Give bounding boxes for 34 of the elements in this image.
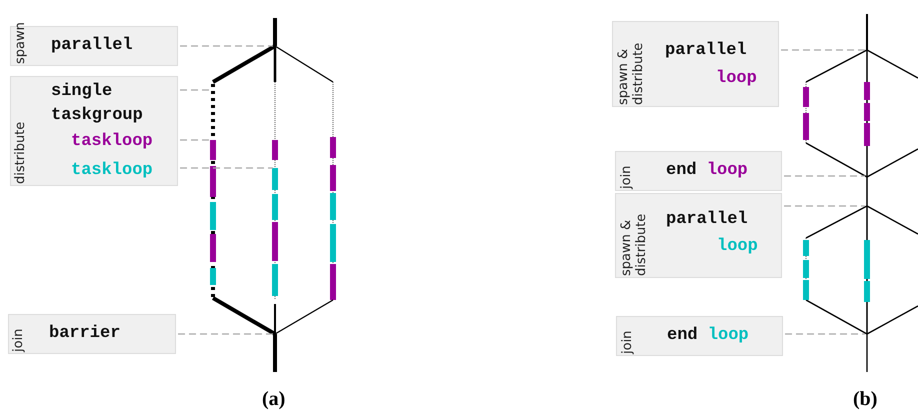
directive-text: parallel: [51, 35, 133, 57]
phase-label: spawn & distribute: [616, 42, 646, 105]
directive-text: barrier: [49, 323, 120, 345]
directive-text: parallel: [665, 40, 747, 62]
phase-label: spawn & distribute: [619, 212, 649, 276]
directive-box: [616, 316, 783, 356]
leader-line: [784, 205, 865, 207]
leader-line: [178, 333, 273, 335]
leader-line: [784, 175, 865, 177]
leader-line: [781, 49, 865, 51]
phase-label: join: [620, 330, 635, 354]
directive-text: single taskgroup: [51, 81, 144, 127]
panel-label: (a): [262, 388, 286, 411]
directive-box: [10, 76, 178, 186]
phase-label: join: [619, 164, 634, 189]
directive-box: [612, 21, 779, 107]
directive-text: loop: [717, 236, 758, 258]
phase-label: distribute: [13, 120, 28, 184]
directive-text: taskloop: [71, 131, 153, 153]
directive-box: [615, 193, 782, 278]
directive-text: parallel: [666, 209, 748, 231]
directive-box: [615, 151, 782, 191]
leader-line: [180, 139, 210, 141]
leader-line: [180, 45, 273, 47]
directive-text: end loop: [666, 160, 748, 182]
leader-line: [180, 167, 273, 169]
leader-line: [180, 89, 210, 91]
directive-box: [8, 314, 176, 354]
panel-label: (b): [853, 388, 878, 411]
leader-line: [785, 333, 865, 335]
directive-text: loop: [716, 68, 757, 90]
directive-text: taskloop: [71, 160, 153, 182]
phase-label: join: [11, 328, 26, 352]
directive-text: end loop: [667, 325, 749, 347]
